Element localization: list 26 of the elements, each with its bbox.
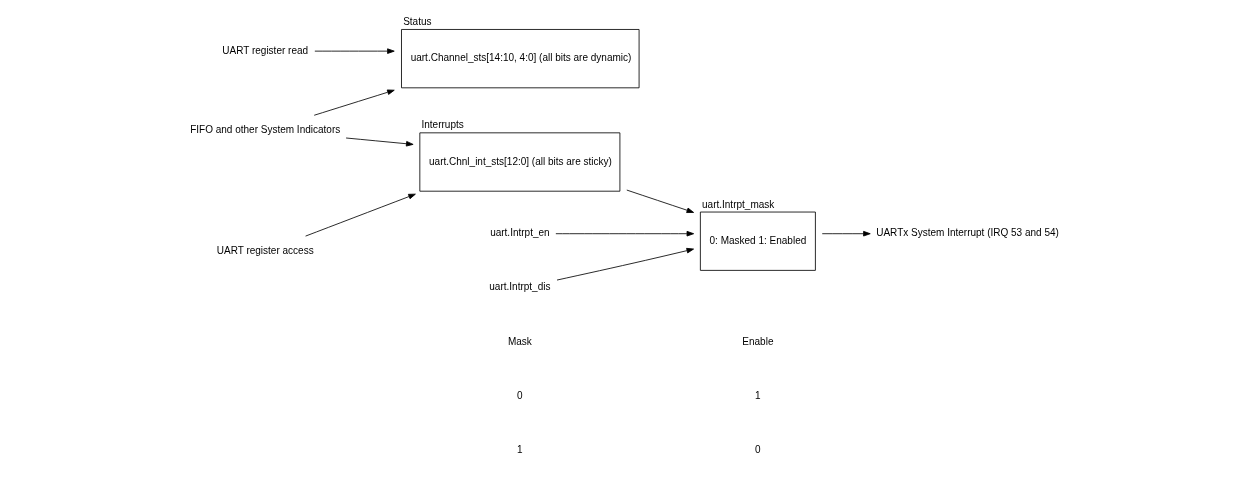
label: 1 xyxy=(754,389,761,401)
arrow xyxy=(304,193,416,237)
node-text: UART register read xyxy=(221,44,308,56)
arrow xyxy=(556,247,694,281)
arrow xyxy=(345,137,414,147)
node-text: UART register access xyxy=(216,244,314,256)
arrow xyxy=(821,230,871,237)
node-text: uart.Intrpt_dis xyxy=(488,281,550,293)
node-text: FIFO and other System Indicators xyxy=(189,123,340,135)
label: 1 xyxy=(516,444,523,456)
label: Enable xyxy=(741,335,773,347)
node-label: Status xyxy=(402,15,432,27)
node-text: uart.Intrpt_en xyxy=(489,227,550,239)
node-box: uart.Chnl_int_sts[12:0] (all bits are sticky) xyxy=(418,132,620,192)
label: Mask xyxy=(507,335,532,347)
node-label: Interrupts xyxy=(421,119,464,131)
node-label: uart.Intrpt_mask xyxy=(701,198,774,210)
label: 0 xyxy=(516,389,523,401)
arrow xyxy=(313,89,395,116)
arrow xyxy=(313,48,395,54)
arrow xyxy=(625,189,694,213)
arrow xyxy=(554,230,694,237)
label: 0 xyxy=(754,444,761,456)
node-box: uart.Channel_sts[14:10, 4:0] (all bits are dynamic) xyxy=(400,29,639,89)
node-text: UARTx System Interrupt (IRQ 53 and 54) xyxy=(875,227,1059,239)
node-box: 0: Masked 1: Enabled xyxy=(699,211,816,271)
